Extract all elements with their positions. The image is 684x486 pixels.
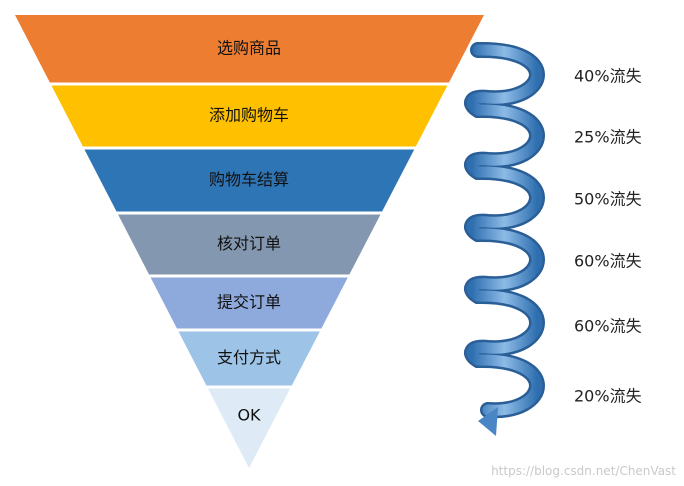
watermark: https://blog.csdn.net/ChenVast xyxy=(491,464,676,478)
loss-label: 50%流失 xyxy=(574,190,642,209)
funnel-stage xyxy=(84,149,415,212)
loss-label: 25%流失 xyxy=(574,128,642,147)
loss-label: 20%流失 xyxy=(574,387,642,406)
arrow-head-icon xyxy=(478,407,498,436)
spiral-arrow xyxy=(464,41,545,436)
loss-label: 60%流失 xyxy=(574,252,642,271)
funnel-stage-label: 添加购物车 xyxy=(209,106,289,125)
loss-label: 40%流失 xyxy=(574,67,642,86)
funnel-stage xyxy=(150,277,348,329)
funnel-stage-label: 支付方式 xyxy=(217,348,281,367)
funnel-stage-label: 购物车结算 xyxy=(209,170,289,189)
funnel-stage xyxy=(178,331,320,386)
funnel-stage-label: 提交订单 xyxy=(217,293,281,312)
spiral-arrow-body xyxy=(466,44,543,416)
funnel-stage-label: OK xyxy=(237,406,261,425)
funnel-stage xyxy=(15,15,484,83)
funnel-stage xyxy=(51,85,448,147)
funnel-stage xyxy=(207,388,291,468)
funnel-stage-label: 选购商品 xyxy=(217,38,281,57)
loss-label: 60%流失 xyxy=(574,317,642,336)
loss-labels: 40%流失 25%流失 50%流失 60%流失 60%流失 20%流失 xyxy=(574,67,642,406)
funnel-stage-label: 核对订单 xyxy=(217,234,281,253)
funnel-stage xyxy=(118,214,381,275)
